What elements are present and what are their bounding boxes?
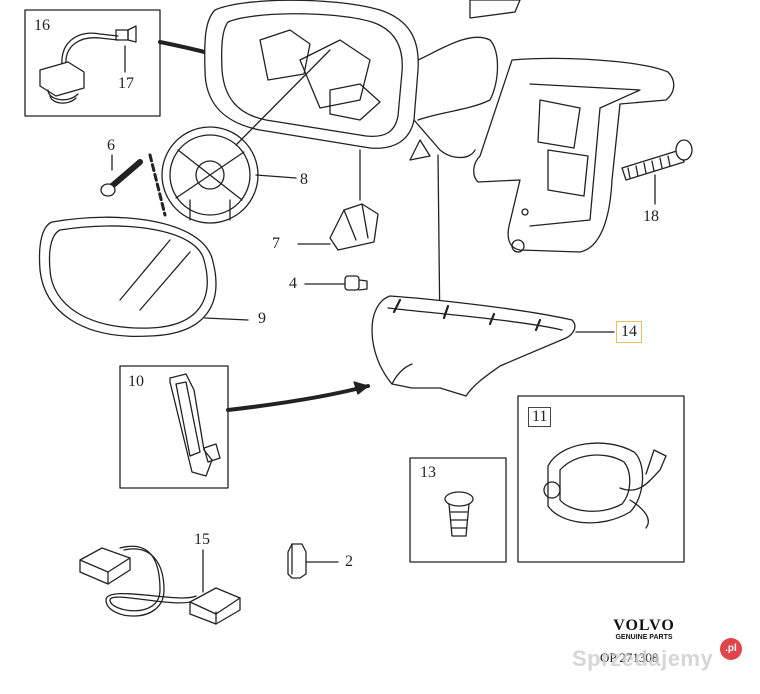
cable-15	[79, 545, 241, 625]
callout-13: 13	[420, 464, 436, 481]
part-2	[287, 543, 339, 579]
callout-16: 16	[34, 17, 50, 34]
callout-6: 6	[107, 137, 115, 154]
clip-dashed	[148, 153, 167, 217]
motor-8	[161, 126, 297, 224]
callout-17: 17	[118, 75, 134, 92]
callout-11: 11	[528, 407, 552, 427]
watermark-badge: .pl	[720, 638, 742, 660]
part-4	[304, 275, 368, 291]
callout-18: 18	[643, 208, 659, 225]
callout-8: 8	[300, 171, 308, 188]
callout-2: 2	[345, 553, 353, 570]
callout-7: 7	[272, 235, 280, 252]
mirror-housing	[204, 0, 521, 161]
brand-logo: VOLVO	[613, 617, 675, 634]
box-16-cable-connector	[24, 9, 161, 117]
callout-14: 14	[616, 321, 642, 343]
leader-housing-motor	[235, 49, 331, 146]
arrow-10	[226, 384, 370, 412]
box-11-actuator	[517, 395, 685, 563]
watermark: Sprzedajemy	[572, 646, 714, 671]
mirror-bracket	[473, 57, 675, 253]
box-13-screw	[409, 457, 507, 563]
callout-15: 15	[194, 531, 210, 548]
box-10-gasket	[119, 365, 229, 489]
mirror-glass-9	[38, 216, 249, 337]
screw-6	[100, 154, 143, 197]
callout-9: 9	[258, 310, 266, 327]
cover-14	[371, 295, 615, 397]
bolt-18	[621, 139, 693, 205]
part-number: OP 271308	[600, 650, 659, 665]
brand-subtitle: GENUINE PARTS	[615, 634, 673, 641]
part-7	[297, 203, 379, 251]
callout-4: 4	[289, 275, 297, 292]
callout-10: 10	[128, 373, 144, 390]
